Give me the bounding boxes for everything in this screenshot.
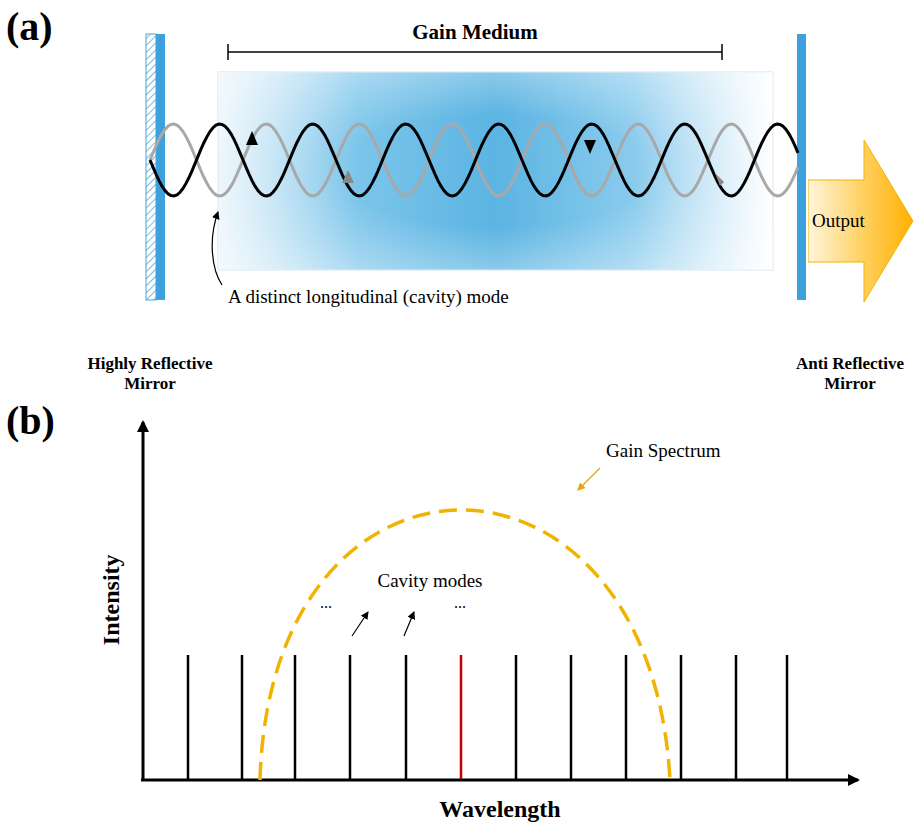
y-axis (142, 422, 145, 780)
wave-arrowhead (584, 140, 596, 154)
dimension-tick (721, 44, 723, 60)
output-arrow: Output (808, 140, 914, 302)
cavity-mode (405, 655, 408, 779)
leader-line (212, 212, 222, 285)
wave-arrowhead (342, 170, 354, 183)
cavity-mode (570, 655, 573, 779)
gain-spectrum-curve (260, 510, 670, 780)
axis-title: Intensity (98, 530, 126, 670)
wave-arrowhead (246, 131, 258, 145)
ellipsis: ... (440, 594, 480, 612)
leader-line (404, 612, 414, 636)
wave-arrowhead (715, 173, 724, 186)
counter-wave (150, 124, 798, 196)
cavity-mode (460, 655, 463, 779)
cavity-mode (187, 655, 190, 779)
gain-medium-shade (218, 72, 773, 270)
highly-reflective-mirror (156, 34, 165, 300)
callout-text: A distinct longitudinal (cavity) mode (228, 286, 628, 308)
axis-title: Wavelength (400, 796, 600, 824)
cavity-mode (680, 655, 683, 779)
arrow-label: Output (812, 210, 865, 232)
cavity-mode (515, 655, 518, 779)
gain-medium (218, 72, 773, 270)
dimension-tick (227, 44, 229, 60)
ellipsis: ... (306, 594, 346, 612)
cavity-mode (735, 655, 738, 779)
dimension-line (228, 51, 722, 53)
callout-text: Cavity modes (350, 570, 510, 592)
cavity-mode (349, 655, 352, 779)
curve-label: Gain Spectrum (606, 440, 766, 462)
cavity-mode (625, 655, 628, 779)
panel-label: (b) (6, 398, 86, 444)
cavity-mode (786, 655, 789, 779)
leader-line (352, 612, 368, 636)
cavity-mode (241, 655, 244, 779)
leader-line (578, 468, 600, 490)
standing-wave (150, 124, 798, 196)
x-axis (141, 779, 858, 782)
anti-reflective-mirror (797, 34, 806, 300)
part-label: Anti Reflective Mirror (775, 354, 917, 393)
panel-label: (a) (6, 4, 86, 50)
cavity-mode (294, 655, 297, 779)
part-label: Gain Medium (375, 20, 575, 44)
part-label: Highly Reflective Mirror (65, 354, 235, 393)
cavity-mode-lines (188, 655, 787, 779)
